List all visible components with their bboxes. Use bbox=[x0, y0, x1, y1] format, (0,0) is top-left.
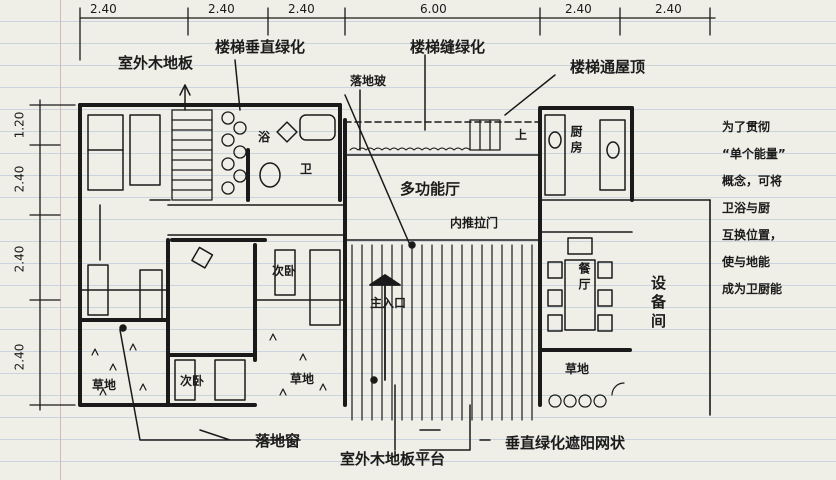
dim-top-4: 6.00 bbox=[420, 2, 447, 16]
entrance-marker bbox=[369, 274, 401, 381]
side-note: 为了贯彻 “单个能量” 概念，可将 卫浴与厨 互换位置， 使与地能 成为卫厨能 bbox=[722, 118, 834, 307]
label-outdoor-wood-platform: 室外木地板平台 bbox=[340, 450, 446, 468]
kitchen-fixtures bbox=[544, 114, 626, 196]
note-line-5: 互换位置， bbox=[722, 228, 783, 242]
label-grass-1: 草地 bbox=[92, 378, 117, 392]
second-bed-furniture bbox=[174, 246, 341, 401]
label-kitchen: 厨房 bbox=[569, 125, 583, 157]
note-line-6: 使与地能 bbox=[722, 255, 771, 269]
label-stair-gap-green: 楼梯缝绿化 bbox=[410, 38, 486, 56]
note-line-7: 成为卫厨能 bbox=[722, 282, 783, 296]
label-second-bed-1: 次卧 bbox=[272, 264, 297, 278]
leader-arrows bbox=[119, 54, 556, 451]
dim-top-2: 2.40 bbox=[208, 2, 235, 16]
left-room-furniture bbox=[87, 114, 171, 321]
label-multi-hall: 多功能厅 bbox=[400, 180, 461, 198]
note-line-3: 概念，可将 bbox=[722, 174, 783, 188]
interior-lines bbox=[79, 121, 711, 416]
vertical-green-plants bbox=[221, 111, 247, 195]
dining-table bbox=[547, 237, 613, 332]
gravel-strip bbox=[349, 147, 471, 151]
stair-right bbox=[469, 119, 501, 151]
label-stair-to-roof: 楼梯通屋顶 bbox=[570, 58, 646, 76]
label-dining: 餐厅 bbox=[577, 262, 591, 294]
label-entrance: 主入口 bbox=[370, 296, 407, 310]
dim-left-3: 2.40 bbox=[12, 245, 27, 273]
label-outdoor-wood-floor: 室外木地板 bbox=[118, 54, 194, 72]
grass-marks bbox=[91, 333, 625, 408]
dim-top-5: 2.40 bbox=[565, 2, 592, 16]
label-up: 上 bbox=[515, 128, 528, 142]
label-bath: 浴 bbox=[258, 130, 271, 144]
label-vertical-green-screen: 垂直绿化遮阳网状 bbox=[505, 434, 626, 452]
note-line-1: 为了贯彻 bbox=[722, 120, 771, 134]
label-sliding-door: 内推拉门 bbox=[450, 216, 499, 230]
label-second-bed-2: 次卧 bbox=[180, 374, 205, 388]
margin-line bbox=[60, 0, 61, 480]
dim-top-6: 2.40 bbox=[655, 2, 682, 16]
note-line-4: 卫浴与厨 bbox=[722, 201, 771, 215]
label-grass-2: 草地 bbox=[290, 372, 315, 386]
bath-fixtures bbox=[259, 114, 336, 188]
label-toilet: 卫 bbox=[300, 162, 313, 176]
label-floor-window: 落地窗 bbox=[255, 432, 301, 450]
note-line-2: “单个能量” bbox=[722, 147, 786, 161]
label-equipment-room: 设备间 bbox=[649, 275, 667, 332]
dim-left-1: 1.20 bbox=[12, 111, 27, 139]
exterior-walls bbox=[78, 103, 634, 407]
label-floor-glass: 落地玻 bbox=[350, 74, 387, 88]
left-dimension-line bbox=[29, 99, 76, 411]
dim-left-4: 2.40 bbox=[12, 343, 27, 371]
label-stair-vertical-green: 楼梯垂直绿化 bbox=[215, 38, 306, 56]
dim-left-2: 2.40 bbox=[12, 165, 27, 193]
label-grass-3: 草地 bbox=[565, 362, 590, 376]
vertical-screen bbox=[351, 244, 533, 421]
top-dimension-line bbox=[79, 7, 716, 61]
stair-left bbox=[171, 109, 213, 201]
dim-top-3: 2.40 bbox=[288, 2, 315, 16]
dim-top-1: 2.40 bbox=[90, 2, 117, 16]
